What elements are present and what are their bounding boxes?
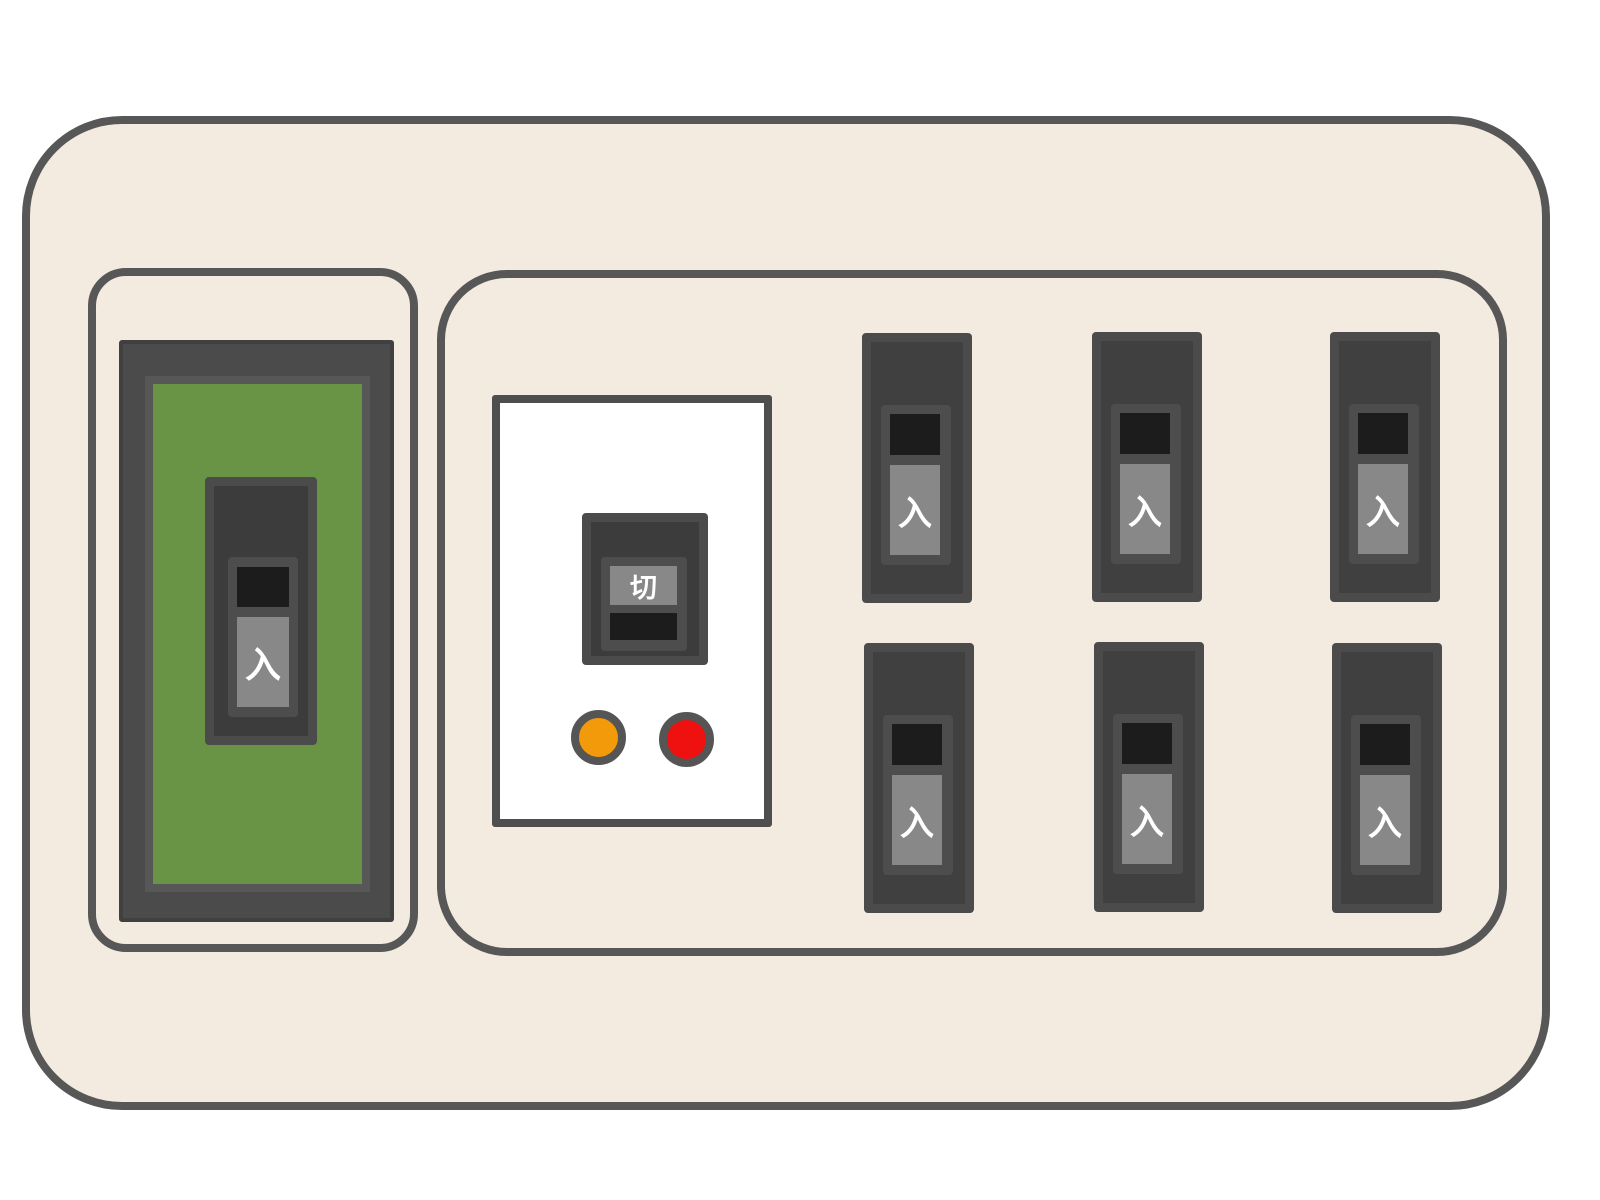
branch-breaker-2-label: 入 <box>1120 464 1170 554</box>
main-breaker-switch-slot <box>237 567 289 607</box>
branch-breaker-4-label: 入 <box>892 775 942 865</box>
main-breaker-frame <box>88 268 418 952</box>
branch-breaker-1-label: 入 <box>890 465 940 555</box>
branch-breaker-5-slot <box>1122 723 1172 764</box>
branch-breaker-3-slot <box>1358 413 1408 454</box>
red-indicator-lamp <box>659 712 714 767</box>
leakage-breaker-switch-slot <box>610 613 677 640</box>
branch-breaker-6-label: 入 <box>1360 775 1410 865</box>
branch-breaker-3-label: 入 <box>1358 464 1408 554</box>
leakage-breaker-switch-label: 切 <box>610 566 677 605</box>
branch-breaker-6-slot <box>1360 724 1410 765</box>
branch-breaker-1-slot <box>890 414 940 455</box>
branch-breaker-5-label: 入 <box>1122 774 1172 864</box>
orange-indicator-lamp <box>571 710 626 765</box>
main-breaker-switch-label: 入 <box>237 617 289 707</box>
branch-breaker-frame <box>437 270 1507 956</box>
branch-breaker-4-slot <box>892 724 942 765</box>
branch-breaker-2-slot <box>1120 413 1170 454</box>
